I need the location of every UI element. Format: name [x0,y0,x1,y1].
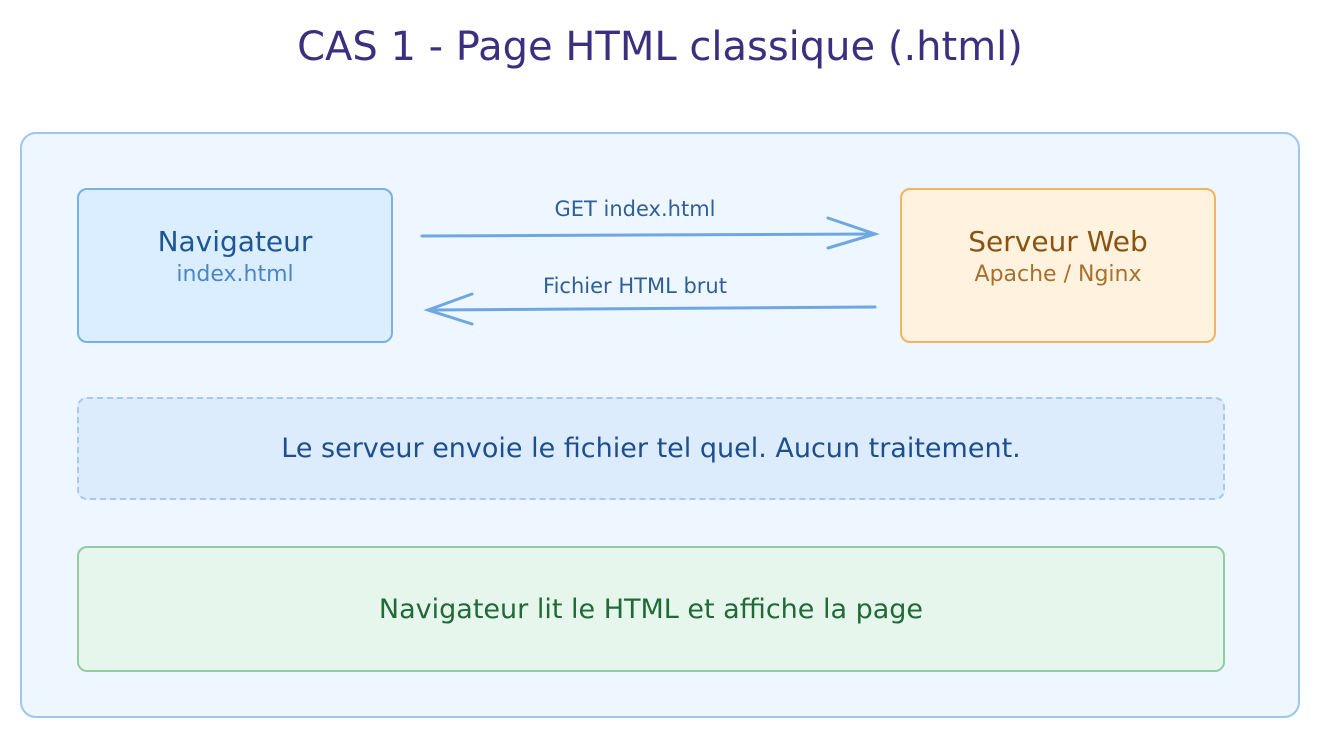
server-box: Serveur Web Apache / Nginx [900,188,1216,343]
response-label: Fichier HTML brut [543,274,727,298]
request-arrow [420,216,880,250]
server-name: Serveur Web [968,224,1148,258]
client-box: Navigateur index.html [77,188,393,343]
processing-note: Le serveur envoie le fichier tel quel. A… [77,397,1225,500]
client-file: index.html [176,261,294,287]
result-box: Navigateur lit le HTML et affiche la pag… [77,546,1225,672]
request-label: GET index.html [554,197,716,221]
response-arrow [423,292,877,326]
server-software: Apache / Nginx [974,261,1142,287]
client-name: Navigateur [157,224,313,258]
diagram-title: CAS 1 - Page HTML classique (.html) [297,24,1023,70]
